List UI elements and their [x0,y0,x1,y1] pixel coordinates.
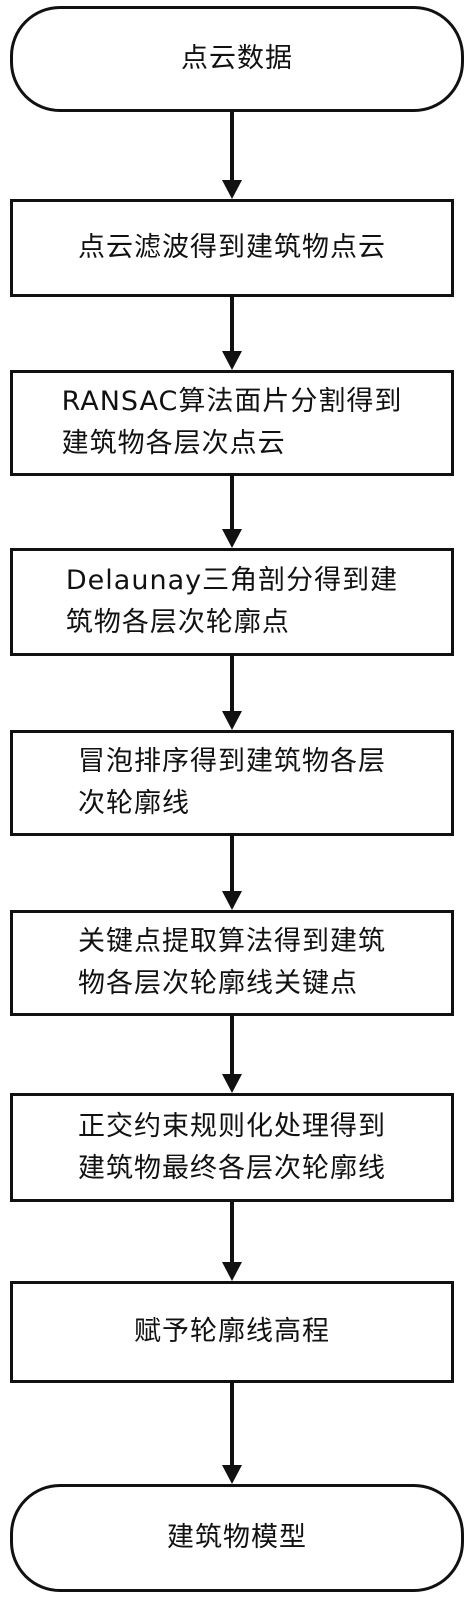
step-bubble-sort-line1: 冒泡排序得到建筑物各层 [78,746,386,777]
arrowhead-4 [222,711,242,730]
step-delaunay-line2: 筑物各层次轮廓点 [65,607,290,638]
step-ransac-label: RANSAC算法面片分割得到 建筑物各层次点云 [46,381,419,465]
step-filter-label: 点云滤波得到建筑物点云 [78,232,386,263]
end-node-label: 建筑物模型 [167,1522,307,1553]
step-bubble-sort-node: 冒泡排序得到建筑物各层 次轮廓线 [10,730,454,836]
step-delaunay-line1: Delaunay三角剖分得到建 [65,565,399,596]
step-keypoint-node: 关键点提取算法得到建筑 物各层次轮廓线关键点 [10,910,454,1016]
step-regularize-label: 正交约束规则化处理得到 建筑物最终各层次轮廓线 [62,1106,402,1190]
step-bubble-sort-label: 冒泡排序得到建筑物各层 次轮廓线 [62,741,402,825]
step-regularize-node: 正交约束规则化处理得到 建筑物最终各层次轮廓线 [10,1093,454,1202]
arrowhead-1 [222,180,242,199]
step-ransac-line2: 建筑物各层次点云 [61,428,286,459]
step-elevation-label: 赋予轮廓线高程 [134,1316,330,1347]
end-node: 建筑物模型 [10,1484,464,1592]
start-node-label: 点云数据 [181,43,293,74]
arrowhead-3 [222,529,242,548]
step-filter-node: 点云滤波得到建筑物点云 [10,199,454,297]
arrowhead-6 [222,1074,242,1093]
arrowhead-2 [222,351,242,370]
step-elevation-node: 赋予轮廓线高程 [10,1281,454,1383]
step-regularize-line2: 建筑物最终各层次轮廓线 [78,1152,386,1184]
step-delaunay-node: Delaunay三角剖分得到建 筑物各层次轮廓点 [10,548,454,656]
step-ransac-line1: RANSAC算法面片分割得到 [61,386,403,417]
step-regularize-line1: 正交约束规则化处理得到 [78,1110,386,1142]
step-keypoint-line2: 物各层次轮廓线关键点 [78,968,358,999]
start-node: 点云数据 [10,6,464,112]
step-keypoint-line1: 关键点提取算法得到建筑 [78,926,386,957]
step-keypoint-label: 关键点提取算法得到建筑 物各层次轮廓线关键点 [62,921,402,1005]
arrowhead-8 [222,1465,242,1484]
step-ransac-node: RANSAC算法面片分割得到 建筑物各层次点云 [10,370,454,476]
step-bubble-sort-line2: 次轮廓线 [78,788,190,819]
arrowhead-7 [222,1262,242,1281]
step-delaunay-label: Delaunay三角剖分得到建 筑物各层次轮廓点 [50,560,414,644]
arrowhead-5 [222,891,242,910]
